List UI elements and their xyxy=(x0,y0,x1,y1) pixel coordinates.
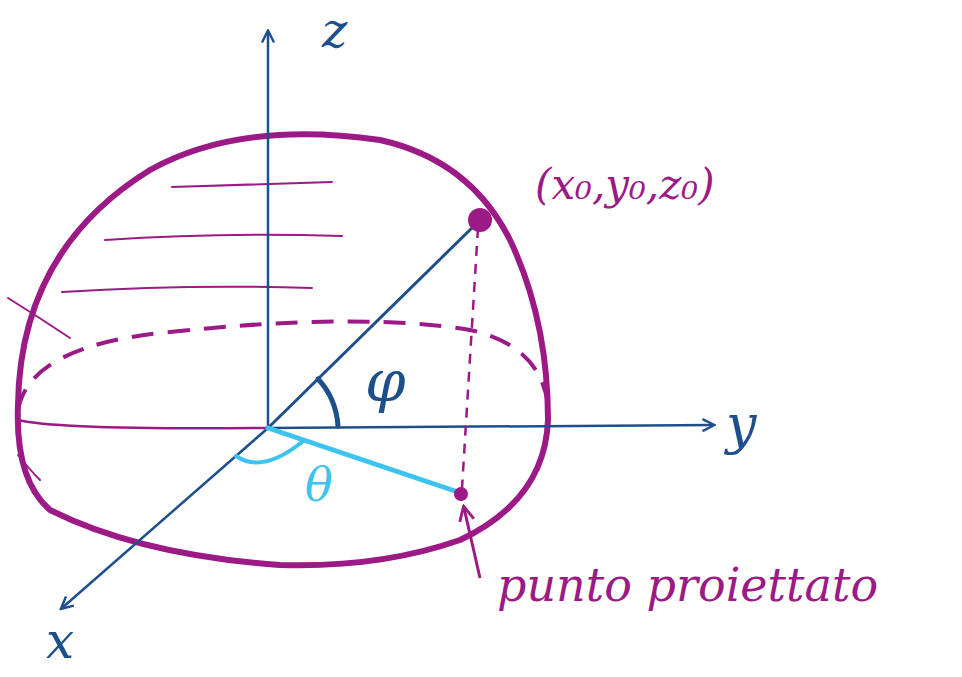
angle-label: θ xyxy=(305,462,333,508)
axis-label: z xyxy=(322,6,347,54)
equator-front xyxy=(18,420,268,428)
hemisphere-outline xyxy=(18,134,548,565)
projected-point xyxy=(454,487,468,501)
radius-line xyxy=(268,222,478,428)
phi-arc xyxy=(318,379,338,426)
pointer-arrow xyxy=(464,508,480,578)
angle-label: φ xyxy=(365,352,406,410)
point-coordinates: (x₀,y₀,z₀) xyxy=(535,164,715,206)
projection-line xyxy=(462,228,478,488)
annotation-label: punto proiettato xyxy=(497,562,878,608)
point xyxy=(468,208,492,232)
y-axis xyxy=(268,425,713,428)
axis-label: x xyxy=(46,616,74,666)
projected-radius xyxy=(268,428,458,492)
z-axis xyxy=(267,32,270,428)
axis-label: y xyxy=(726,398,757,452)
theta-arc xyxy=(236,442,302,462)
